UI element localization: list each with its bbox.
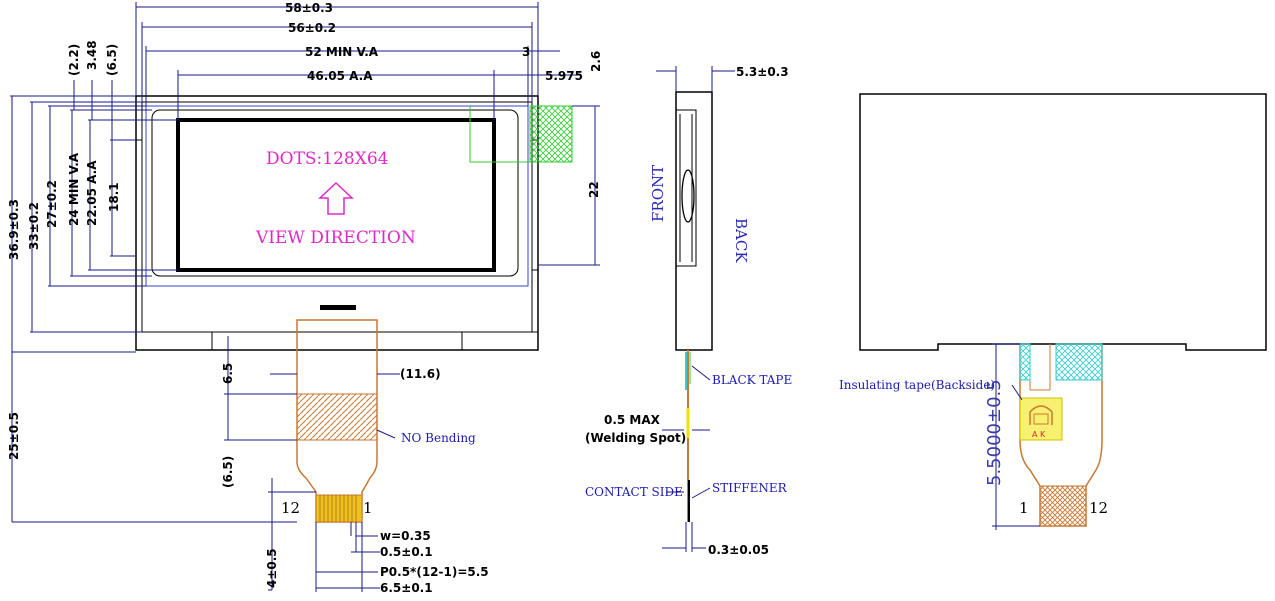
- dim-va-width: 52 MIN V.A: [305, 45, 379, 59]
- dim-right-5975: 5.975: [545, 69, 583, 83]
- dim-va-height: 27±0.2: [45, 180, 59, 228]
- dim-overall-width: 58±0.3: [285, 1, 333, 15]
- no-bending-zone: [296, 393, 378, 441]
- dim-right-26: 2.6: [589, 51, 603, 72]
- dim-overall-height: 36.9±0.3: [7, 199, 21, 260]
- dim-fpc-65-paren: (6.5): [221, 456, 235, 488]
- dim-thickness: 5.3±0.3: [736, 65, 789, 79]
- side-outline: [675, 91, 713, 351]
- dim-55: 5.5000±0.5: [984, 379, 1005, 486]
- contact-side-label: CONTACT SIDE: [585, 485, 683, 499]
- insulating-tape: [1019, 397, 1063, 441]
- view-direction-arrow-icon: [318, 181, 354, 215]
- dim-22-paren: (2.2): [67, 44, 81, 76]
- dim-pitch: P0.5*(12-1)=5.5: [380, 565, 489, 579]
- ic-chip: [320, 305, 356, 310]
- glass-outline: [141, 101, 533, 333]
- contact-pads: [315, 494, 363, 523]
- green-fpc-zone: [529, 105, 573, 163]
- dim-glass-width: 56±0.2: [288, 21, 336, 35]
- dim-181: 18.1: [107, 182, 121, 212]
- welding-spot-label: (Welding Spot): [585, 431, 686, 445]
- dim-fpc-length: 25±0.5: [7, 412, 21, 460]
- no-bending-label: NO Bending: [401, 431, 476, 445]
- back-outline: [859, 93, 1267, 351]
- insulating-label: Insulating tape(Backside): [839, 378, 995, 392]
- ak-label: A K: [1032, 430, 1046, 439]
- dim-aa-width: 46.05 A.A: [307, 69, 373, 83]
- dim-pin-w: w=0.35: [380, 529, 431, 543]
- dots-label: DOTS:128X64: [266, 149, 388, 169]
- dim-65-paren-top: (6.5): [105, 44, 119, 76]
- module-outline: [135, 95, 539, 351]
- black-tape-label: BLACK TAPE: [712, 373, 792, 387]
- dim-fpc-65: 6.5: [221, 363, 235, 384]
- welding-max-label: 0.5 MAX: [604, 413, 661, 427]
- va-outline: [145, 105, 529, 287]
- cyan-tape-left: [1019, 343, 1031, 381]
- pin-1-label: 1: [363, 499, 373, 517]
- view-direction-label: VIEW DIRECTION: [255, 228, 416, 248]
- front-view: DOTS:128X64 VIEW DIRECTION 12 1 NO Bendi…: [7, 1, 603, 595]
- dim-348: 3.48: [85, 40, 99, 70]
- dim-22: 22: [587, 181, 601, 198]
- dim-glass-height: 33±0.2: [27, 202, 41, 250]
- back-contact-pads: [1039, 485, 1087, 527]
- cyan-tape-right: [1055, 343, 1103, 381]
- back-view: A K 1 12 Insulating tape(Backside) 5.500…: [839, 93, 1267, 530]
- dim-stiffener-thk: 0.3±0.05: [708, 543, 769, 557]
- dim-va-min-height: 24 MIN V.A: [67, 152, 81, 226]
- dim-fpc-4: 4±0.5: [265, 548, 279, 588]
- dim-right-3: 3: [522, 45, 530, 59]
- stiffener-label: STIFFENER: [712, 481, 788, 495]
- dim-pin-05: 0.5±0.1: [380, 545, 433, 559]
- bezel-outline: [151, 109, 519, 277]
- dim-fpc-116: (11.6): [400, 367, 441, 381]
- dim-fpc-width: 6.5±0.1: [380, 581, 433, 595]
- back-pin-1-label: 1: [1019, 499, 1029, 517]
- back-label: BACK: [732, 218, 750, 263]
- side-view: FRONT BACK 5.3±0.3 BLACK TAPE 0.5 MAX (W…: [585, 65, 792, 557]
- front-label: FRONT: [649, 165, 667, 222]
- dim-aa-height: 22.05 A.A: [85, 160, 99, 226]
- active-area: [176, 118, 496, 272]
- pin-12-label: 12: [281, 499, 300, 517]
- back-pin-12-label: 12: [1089, 499, 1108, 517]
